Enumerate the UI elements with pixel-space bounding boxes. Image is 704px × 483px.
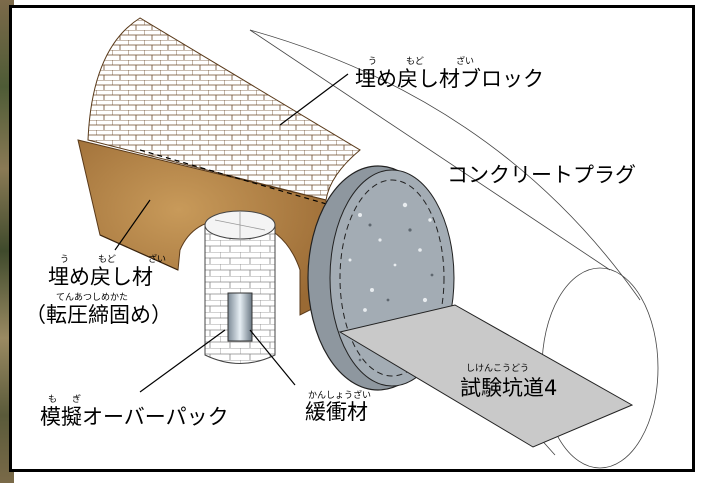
label-buffer-ruby: かんしょうざい — [308, 389, 371, 401]
label-block-ruby-1: う — [368, 56, 377, 67]
overpack-canister — [227, 292, 253, 342]
label-buffer-text: 緩衝材 — [305, 400, 368, 424]
label-tunnel: しけんこうどう 試験坑道4 — [460, 363, 557, 400]
label-overpack-text: 模擬オーバーパック — [40, 405, 229, 429]
backfill-divider-line — [139, 149, 331, 206]
label-block-ruby-2: もど — [406, 56, 424, 67]
label-block: う もど ざい 埋め戻し材ブロック — [355, 55, 544, 91]
tunnel-floor — [338, 304, 634, 448]
label-buffer: かんしょうざい 緩衝材 — [305, 389, 371, 424]
label-block-text: 埋め戻し材ブロック — [355, 67, 544, 91]
label-tunnel-text: 試験坑道4 — [460, 376, 557, 400]
label-plug-text: コンクリートプラグ — [447, 163, 636, 187]
label-backfill-ruby-2: もど — [98, 254, 116, 265]
label-compaction: てんあつしめかた （転圧締固め） — [25, 292, 172, 327]
label-backfill-ruby-1: う — [60, 254, 69, 265]
label-compaction-text: （転圧締固め） — [25, 303, 172, 327]
label-compaction-ruby: てんあつしめかた — [56, 292, 128, 303]
label-tunnel-ruby: しけんこうどう — [466, 363, 529, 374]
label-backfill-ruby-3: ざい — [148, 253, 166, 265]
backfill-face-edge — [99, 234, 179, 271]
label-block-ruby-3: ざい — [456, 55, 474, 67]
label-overpack: も ぎ 模擬オーバーパック — [40, 393, 229, 429]
label-overpack-ruby-1: も — [48, 394, 57, 405]
label-backfill: う もど ざい 埋め戻し材 — [48, 253, 166, 289]
label-backfill-text: 埋め戻し材 — [48, 265, 153, 289]
label-overpack-ruby-2: ぎ — [72, 393, 81, 405]
backfill-block-vault — [87, 17, 361, 201]
leader-lines — [114, 73, 349, 393]
